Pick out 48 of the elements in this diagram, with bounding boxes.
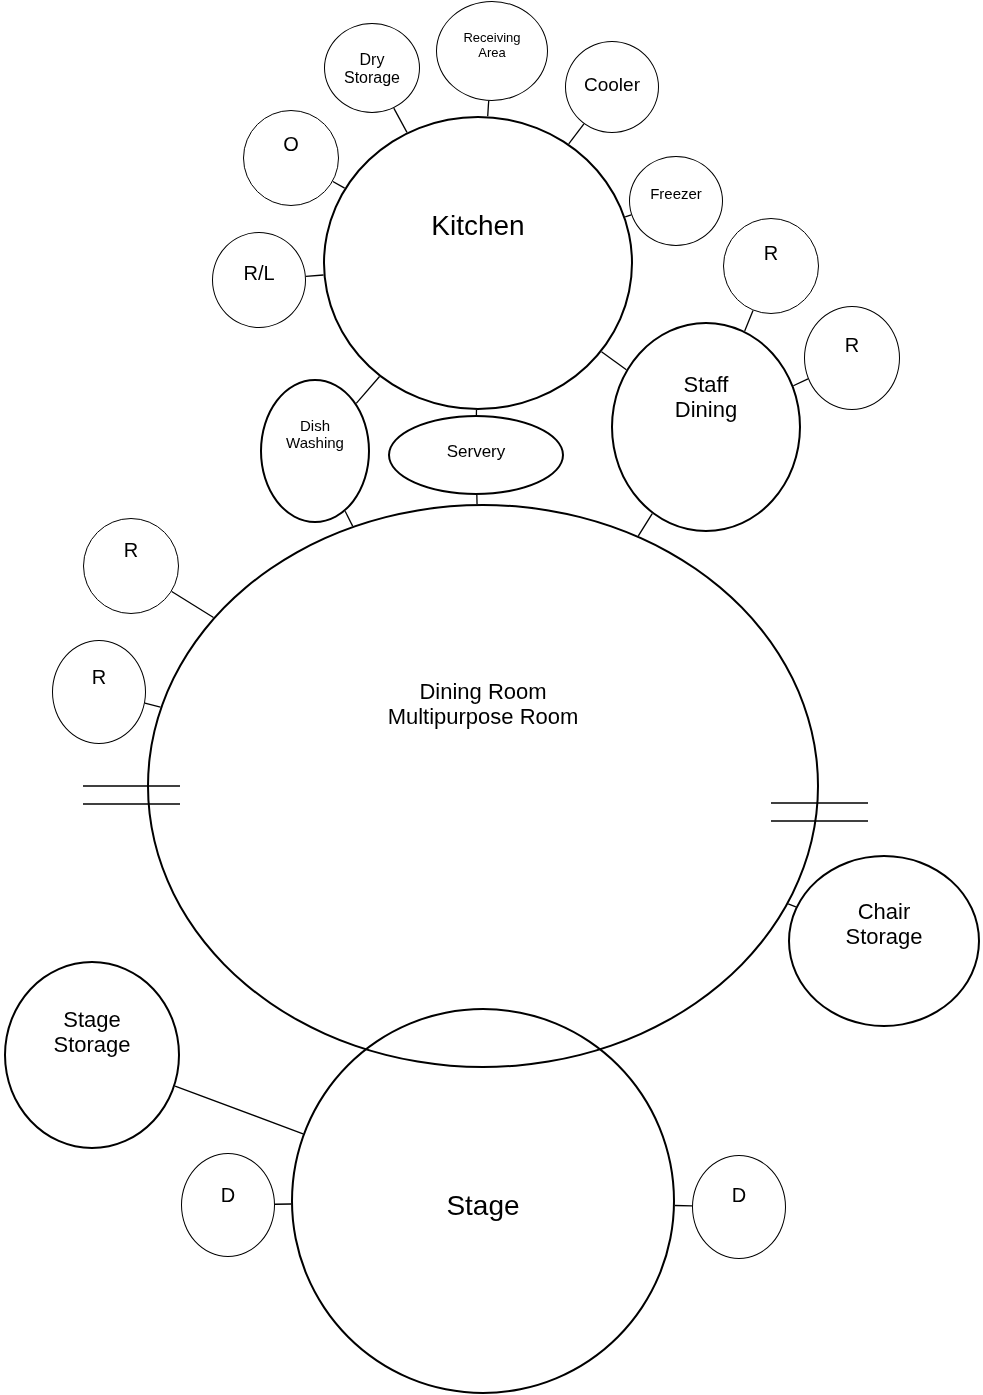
connector-line xyxy=(674,1204,693,1207)
connector-line xyxy=(144,702,162,708)
connector-line xyxy=(393,107,408,133)
room-label: Stage xyxy=(445,1189,521,1223)
room-label: Dining Room Multipurpose Room xyxy=(386,678,580,730)
connector-line xyxy=(174,1085,304,1135)
room-bubble xyxy=(291,1008,675,1394)
room-label: D xyxy=(730,1183,748,1207)
room-label: R xyxy=(122,538,140,562)
connector-line xyxy=(624,214,632,218)
room-bubble xyxy=(323,116,633,410)
room-label: Freezer xyxy=(649,185,703,203)
room-bubble xyxy=(147,504,819,1068)
room-label: Cooler xyxy=(583,74,641,96)
connector-line xyxy=(274,1203,292,1205)
connector-line xyxy=(332,180,346,189)
room-label: R xyxy=(762,241,780,265)
connector-line xyxy=(475,409,478,416)
room-label: Stage Storage xyxy=(52,1006,132,1058)
room-bubble xyxy=(388,415,564,495)
connector-line xyxy=(487,100,490,117)
room-label: Dish Washing xyxy=(285,416,345,452)
room-bubble xyxy=(4,961,180,1149)
room-label: R xyxy=(843,333,861,357)
connector-line xyxy=(305,274,325,277)
connector-line xyxy=(637,512,653,537)
room-label: O xyxy=(282,132,300,156)
room-bubble xyxy=(611,322,801,532)
room-label: Kitchen xyxy=(430,209,526,243)
room-label: D xyxy=(219,1183,237,1207)
connector-line xyxy=(744,309,754,332)
connector-line xyxy=(355,375,381,405)
connector-line xyxy=(600,351,628,371)
room-bubble xyxy=(788,855,980,1027)
room-label: Chair Storage xyxy=(844,898,924,950)
room-label: R/L xyxy=(242,261,276,285)
room-bubble xyxy=(260,379,370,523)
room-label: Servery xyxy=(445,442,507,462)
room-label: Staff Dining xyxy=(673,371,739,423)
connector-line xyxy=(787,903,797,908)
room-label: Dry Storage xyxy=(342,50,401,88)
connector-line xyxy=(476,494,478,505)
connector-line xyxy=(792,378,809,387)
room-label: R xyxy=(90,665,108,689)
connector-line xyxy=(568,123,585,145)
connector-line xyxy=(171,590,215,619)
connector-line xyxy=(344,510,354,527)
room-label: Receiving Area xyxy=(462,31,522,61)
